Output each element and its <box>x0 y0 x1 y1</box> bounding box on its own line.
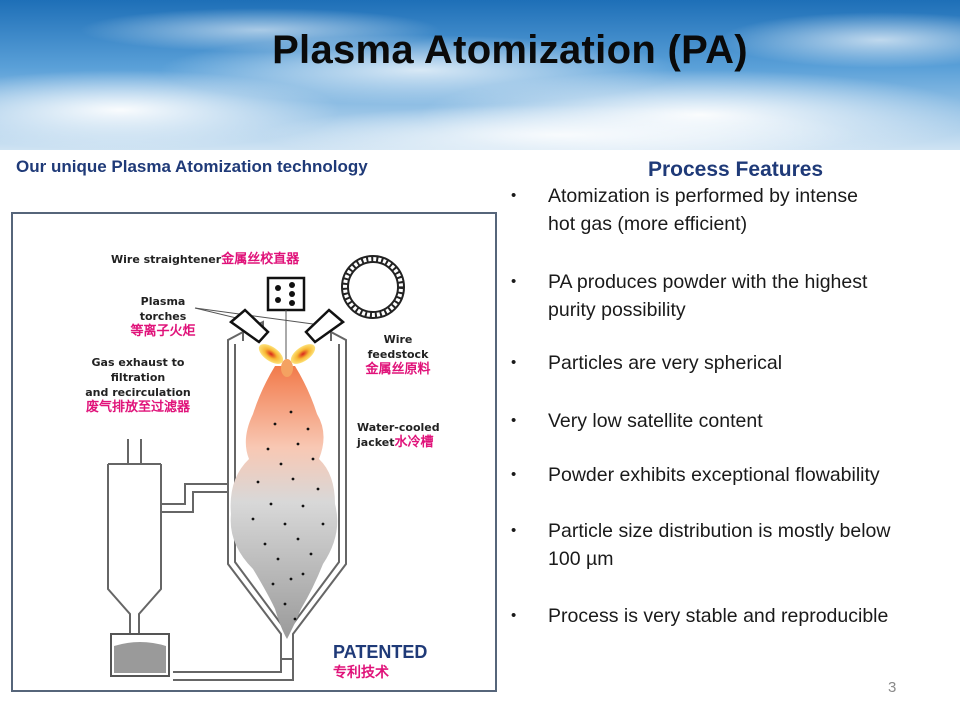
label-gas-exhaust: Gas exhaust to filtration and recirculat… <box>85 356 191 415</box>
patented-label-cn: 专利技术 <box>333 665 389 681</box>
bullet-icon: • <box>511 187 517 204</box>
reactor-schematic <box>107 255 405 681</box>
feature-text-line: Process is very stable and reproducible <box>548 605 889 627</box>
feature-text-line: Atomization is performed by intense <box>548 185 858 207</box>
sky-background-image <box>0 0 960 150</box>
plasma-torch-right <box>304 308 346 344</box>
bullet-icon: • <box>511 466 517 483</box>
wire-feedstock-coil <box>341 255 405 319</box>
page-number: 3 <box>888 679 897 696</box>
powder-collection-vessel <box>110 633 170 677</box>
feature-text-line: PA produces powder with the highest <box>548 271 868 293</box>
plasma-torch-left <box>228 308 270 344</box>
molten-droplet <box>281 359 293 377</box>
feature-text-line: Particles are very spherical <box>548 352 783 374</box>
bullet-icon: • <box>511 273 517 290</box>
atomization-plume <box>230 366 338 639</box>
feature-text-line: Powder exhibits exceptional flowability <box>548 464 880 486</box>
bullet-icon: • <box>511 412 517 429</box>
patented-label: PATENTED <box>333 642 428 662</box>
plasma-flame-left <box>258 344 284 364</box>
feature-item: • Process is very stable and reproducibl… <box>505 602 955 630</box>
header-banner <box>0 0 960 150</box>
feature-text-line: purity possibility <box>548 299 686 321</box>
feature-item: • PA produces powder with the highest pu… <box>505 268 955 324</box>
feature-text-line: Particle size distribution is mostly bel… <box>548 520 891 542</box>
feature-text-line: 100 µm <box>548 548 614 570</box>
feature-item: • Powder exhibits exceptional flowabilit… <box>505 461 955 489</box>
wire-straightener-box <box>266 276 306 312</box>
feature-item: • Particle size distribution is mostly b… <box>505 517 955 573</box>
label-water-cooled-jacket: Water-cooled jacket水冷槽 <box>357 421 440 450</box>
plasma-atomization-diagram: Wire straightener金属丝校直器 Plasma torches 等… <box>11 212 497 692</box>
diagram-heading: Our unique Plasma Atomization technology <box>16 157 368 176</box>
features-heading: Process Features <box>648 158 824 181</box>
water-cooled-jacket <box>227 320 347 660</box>
label-plasma-torches: Plasma torches 等离子火炬 <box>130 295 196 339</box>
feature-item: • Very low satellite content <box>505 407 955 435</box>
label-wire-feedstock: Wire feedstock 金属丝原料 <box>365 333 431 377</box>
bullet-icon: • <box>511 607 517 624</box>
feature-item: • Atomization is performed by intense ho… <box>505 182 955 238</box>
plasma-flame-right <box>290 344 316 364</box>
feature-text-line: hot gas (more efficient) <box>548 213 748 235</box>
slide-title: Plasma Atomization (PA) <box>272 28 748 72</box>
feature-text-line: Very low satellite content <box>548 410 763 432</box>
bullet-icon: • <box>511 354 517 371</box>
label-wire-straightener: Wire straightener金属丝校直器 <box>111 252 300 267</box>
feature-item: • Particles are very spherical <box>505 349 955 377</box>
bullet-icon: • <box>511 522 517 539</box>
